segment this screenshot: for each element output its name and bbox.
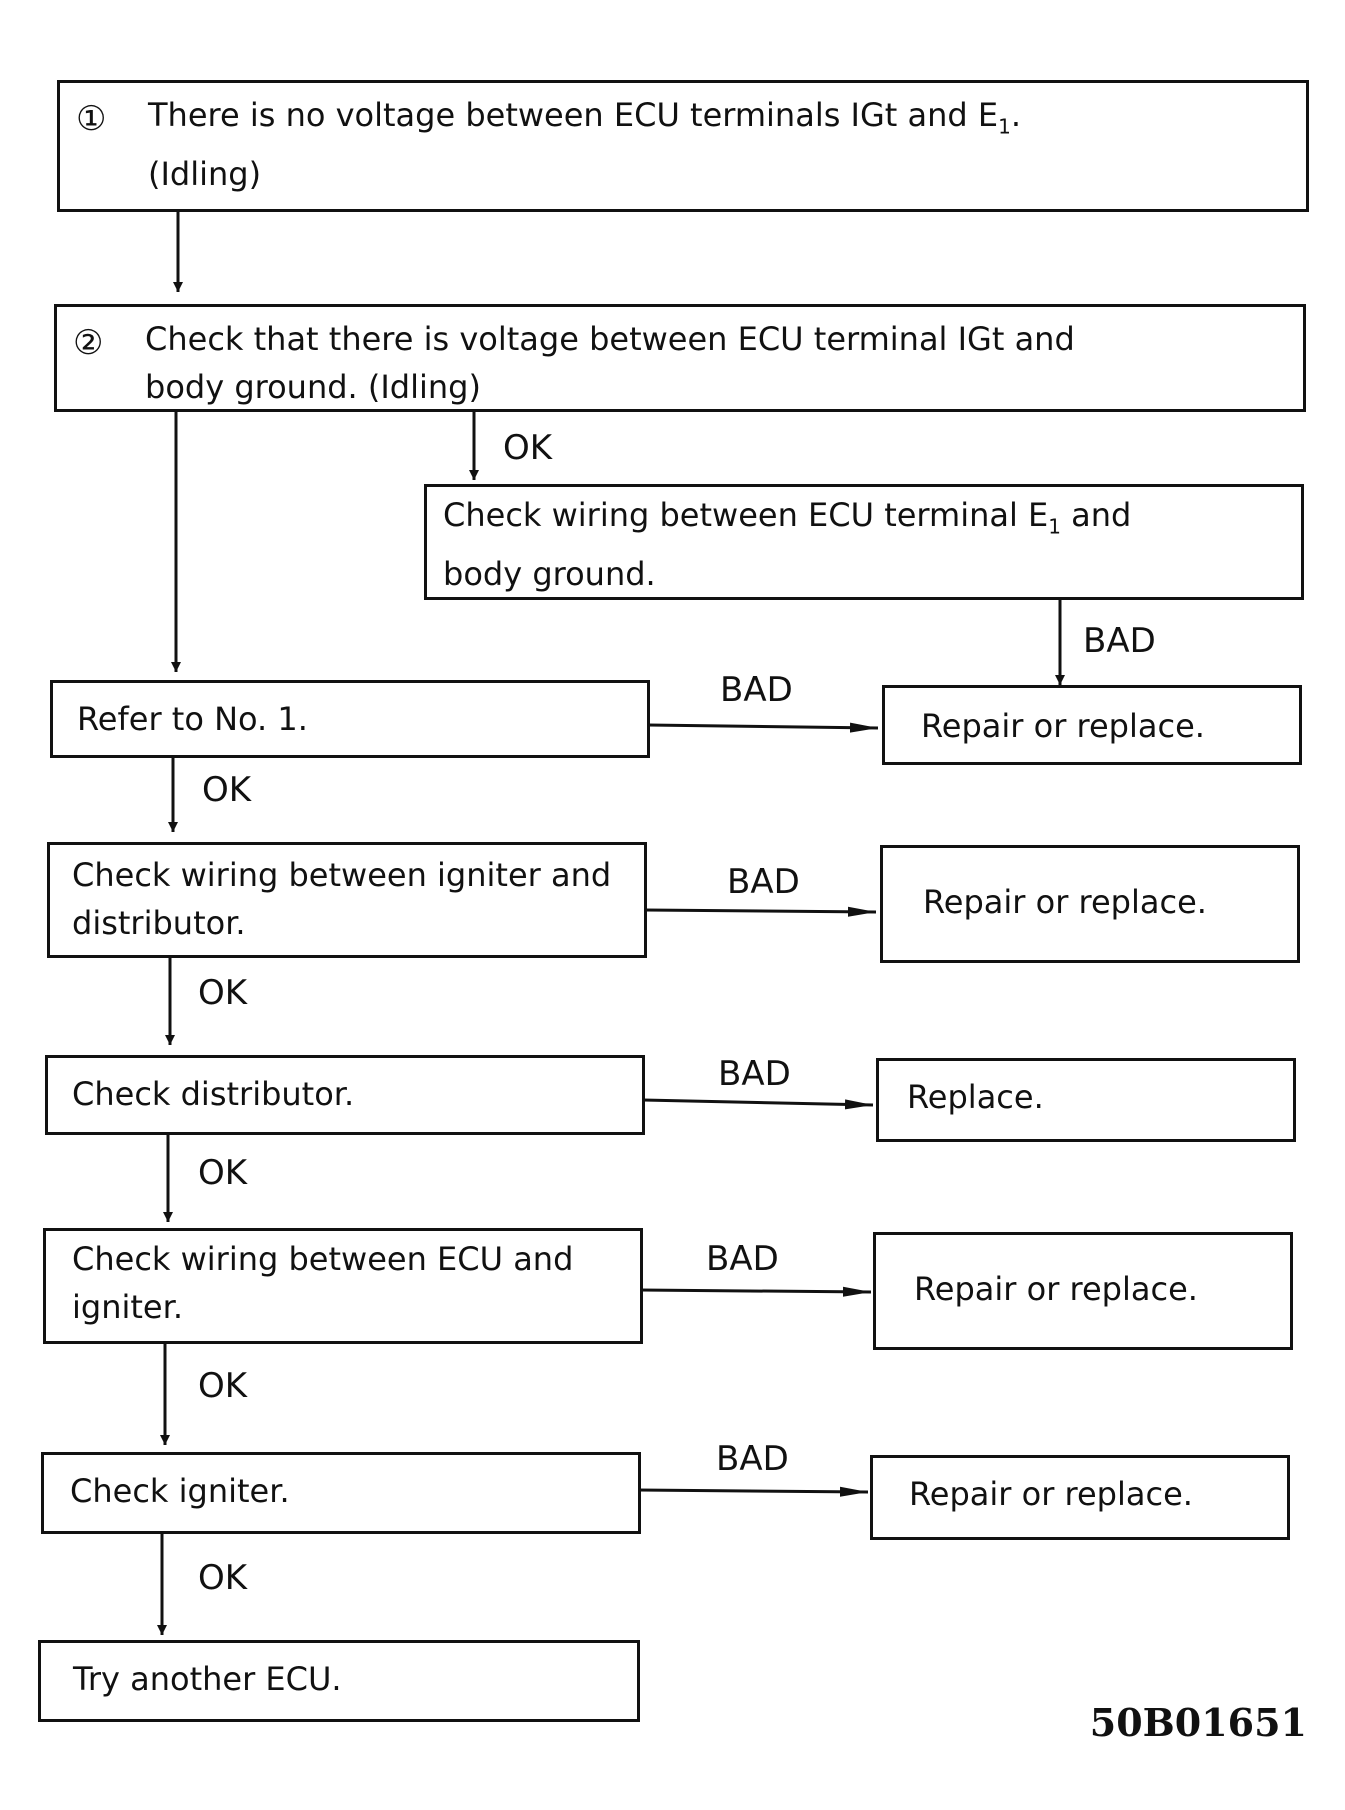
result-r5-text: Repair or replace.	[909, 1475, 1193, 1513]
arrow-igniter-r5	[637, 1486, 869, 1497]
result-r2-text: Repair or replace.	[923, 883, 1207, 921]
figure-code: 50B01651	[1089, 1700, 1307, 1745]
step1-text-line2: (Idling)	[148, 155, 262, 194]
label-bad-wiring-ecu-igniter: BAD	[706, 1239, 779, 1279]
check-wiring-ecu-igniter-line2: igniter.	[72, 1288, 183, 1326]
result-r5-box: Repair or replace.	[870, 1455, 1290, 1540]
label-bad-wiring-e1: BAD	[1083, 621, 1156, 661]
check-wiring-igniter-distributor-line1: Check wiring between igniter and	[72, 856, 612, 894]
refer-box: Refer to No. 1.	[50, 680, 650, 758]
result-r4-text: Repair or replace.	[914, 1270, 1198, 1308]
label-ok-wiring-ecu-igniter: OK	[198, 1366, 248, 1406]
label-bad-distributor: BAD	[718, 1054, 791, 1094]
check-wiring-ecu-igniter-box: Check wiring between ECU and igniter.	[43, 1228, 643, 1344]
refer-text: Refer to No. 1.	[77, 700, 308, 738]
result-r1-box: Repair or replace.	[882, 685, 1302, 765]
check-wiring-e1-box: Check wiring between ECU terminal E1 and…	[424, 484, 1304, 600]
check-wiring-e1-line2: body ground.	[443, 555, 656, 594]
step1-period: .	[1010, 96, 1021, 134]
result-r3-box: Replace.	[876, 1058, 1296, 1142]
try-another-ecu-box: Try another ECU.	[38, 1640, 640, 1722]
step1-number: ①	[76, 99, 107, 139]
label-ok-igniter: OK	[198, 1558, 248, 1598]
result-r1-text: Repair or replace.	[921, 707, 1205, 745]
check-wiring-igniter-distributor-box: Check wiring between igniter and distrib…	[47, 842, 647, 958]
arrow-refer-r1	[647, 722, 879, 733]
arrow-wiringEcuIgn-r4	[639, 1286, 872, 1297]
step1-text: There is no voltage between ECU terminal…	[148, 96, 999, 134]
step2-text-line1: Check that there is voltage between ECU …	[145, 320, 1075, 358]
check-distributor-text: Check distributor.	[72, 1075, 355, 1113]
label-bad-refer: BAD	[720, 670, 793, 710]
label-ok-wiring-igniter-distributor: OK	[198, 973, 248, 1013]
check-igniter-box: Check igniter.	[41, 1452, 641, 1534]
result-r2-box: Repair or replace.	[880, 845, 1300, 963]
check-wiring-igniter-distributor-line2: distributor.	[72, 904, 246, 942]
label-bad-wiring-igniter-distributor: BAD	[727, 862, 800, 902]
check-wiring-e1-and: and	[1060, 496, 1132, 534]
label-ok-refer: OK	[202, 770, 252, 810]
label-ok-distributor: OK	[198, 1153, 248, 1193]
step2-text-line2: body ground. (Idling)	[145, 368, 481, 406]
label-bad-igniter: BAD	[716, 1439, 789, 1479]
step2-number: ②	[73, 323, 104, 363]
result-r4-box: Repair or replace.	[873, 1232, 1293, 1350]
step1-box: ① There is no voltage between ECU termin…	[57, 80, 1309, 212]
arrow-distributor-r3	[642, 1098, 874, 1110]
check-wiring-e1-text: Check wiring between ECU terminal E	[443, 496, 1049, 534]
label-ok-step2: OK	[503, 428, 553, 468]
step1-subscript: 1	[998, 114, 1011, 139]
try-another-ecu-text: Try another ECU.	[73, 1660, 342, 1698]
step2-box: ② Check that there is voltage between EC…	[54, 304, 1306, 412]
arrow-wiringIgnDist-r2	[644, 906, 877, 917]
check-igniter-text: Check igniter.	[70, 1472, 290, 1510]
check-wiring-ecu-igniter-line1: Check wiring between ECU and	[72, 1240, 574, 1278]
check-wiring-e1-subscript: 1	[1048, 514, 1061, 539]
check-distributor-box: Check distributor.	[45, 1055, 645, 1135]
result-r3-text: Replace.	[907, 1078, 1044, 1116]
